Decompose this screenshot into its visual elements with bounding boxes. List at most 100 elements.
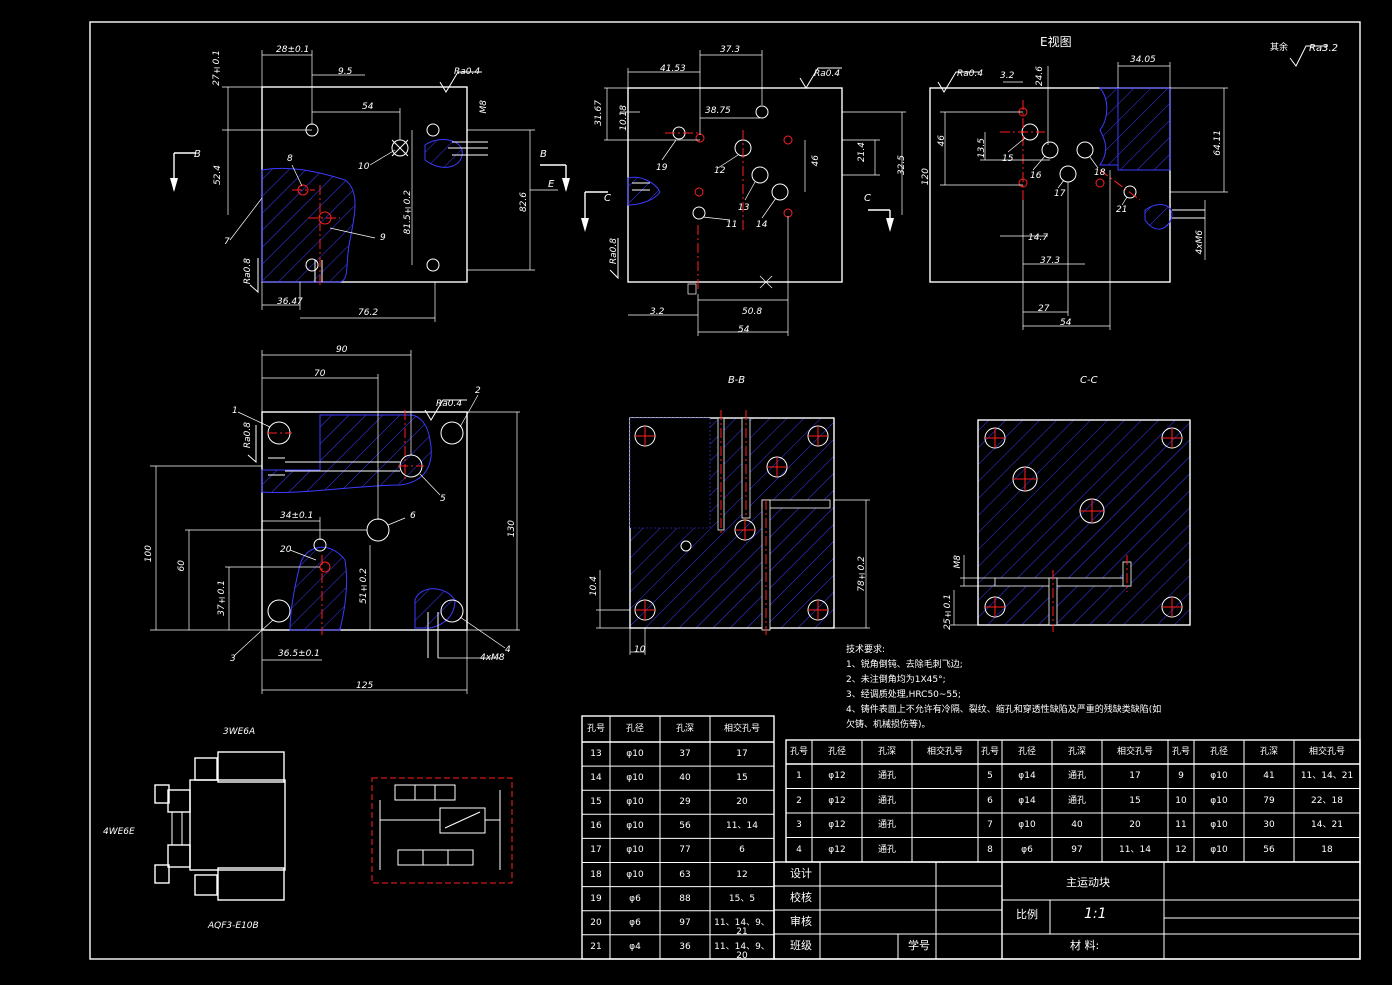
dim: M8 [479,100,489,114]
table-cell: 17 [736,749,748,759]
callout: 8 [287,154,293,164]
callout: 20 [280,545,292,555]
table-cell: 通孔 [877,844,896,855]
table-cell: φ12 [828,820,846,830]
dim: 41.53 [660,64,686,74]
dim: 52.4 [213,165,223,186]
dim: 10 [634,645,646,655]
table-cell: 通孔 [877,771,896,781]
table-header: 相交孔号 [1116,747,1153,757]
roughness-general: Ra3.2 [1309,43,1338,54]
callout: 13 [738,203,750,213]
callout: 18 [1094,168,1106,178]
dim: 37.3 [1040,256,1061,266]
dim: M8 [953,555,963,569]
tech-req-line-4: 4、铸件表面上不允许有冷隔、裂纹、缩孔和穿透性缺陷及严重的残缺类缺陷(如 [846,705,1162,715]
roughness-v3: Ra0.4 [957,69,984,79]
dim: 4xM8 [480,653,505,663]
table-header: 孔径 [1017,747,1036,757]
tb-design: 设计 [790,867,812,880]
callout: 7 [224,237,230,247]
table-header: 孔径 [625,724,644,734]
table-cell: φ10 [1018,820,1036,830]
hydraulic-schematic [371,777,513,884]
tb-student-no: 学号 [908,939,930,952]
table-cell: 97 [1071,844,1083,855]
dim: 38.75 [705,106,731,116]
dim: 3.2 [650,307,665,317]
tech-req-line-1: 1、锐角倒钝、去除毛刺飞边; [846,660,963,670]
table-header: 孔径 [827,747,846,757]
view-2 [581,50,906,336]
table-cell: φ6 [629,893,641,904]
callout: 16 [1030,171,1042,181]
table-cell: 9 [1178,771,1184,781]
section-mark-c-right: C [864,193,871,204]
table-cell: 11、14 [1119,844,1151,855]
table-header: 孔号 [980,747,999,757]
table-cell: 16 [590,821,602,832]
callout: 9 [380,233,386,243]
roughness-v2b: Ra0.8 [609,238,619,265]
dim: 125 [356,681,374,691]
dim: 130 [507,520,517,538]
table-cell: 10 [1175,795,1187,806]
table-header: 孔号 [1171,747,1190,757]
table-cell: 63 [679,869,691,880]
callout: 6 [410,511,416,521]
dim: 100 [144,545,154,563]
view-title-cc: C-C [1080,375,1098,386]
table-cell: 12 [1175,844,1187,855]
tech-req-line-2: 2、未注倒角均为1X45°; [846,675,946,685]
callout: 3 [230,654,236,664]
view3-outline [929,87,1171,283]
callout: 12 [714,166,726,176]
view-1 [170,50,570,322]
valve-drawing [154,751,286,901]
table-cell: 4 [796,844,802,855]
table-cell: 20 [1129,820,1141,830]
table-cell: φ10 [1210,771,1228,781]
tb-part-name: 主运动块 [1066,876,1110,889]
table-cell: 15、5 [728,893,756,904]
table-cell: 1 [796,771,802,781]
table-cell: 7 [987,820,993,830]
tb-material: 材 料: [1070,939,1100,952]
table-cell: 30 [1263,820,1275,830]
table-cell: 18 [1321,844,1333,855]
roughness-v1: Ra0.4 [454,67,481,77]
valve-label-bottom: AQF3-E10B [208,921,259,931]
valve-label-top: 3WE6A [223,727,256,737]
dim: 14.7 [1028,233,1049,243]
roughness-v4: Ra0.4 [436,399,463,409]
table-cell: 14 [590,773,602,784]
table-cell: φ10 [1210,820,1228,830]
dim: 13.5 [977,138,987,159]
view2-outline [627,87,843,283]
table-cell: φ10 [626,773,644,784]
table-cell: 11、14 [726,821,758,832]
table-cell: 14、21 [1311,820,1343,830]
table-cell: 56 [1263,844,1275,855]
callout: 17 [1054,189,1066,199]
dim: 37±0.1 [217,580,227,616]
table-header: 相交孔号 [926,747,963,757]
dim: 76.2 [358,308,379,318]
table-cell: 97 [679,917,691,928]
table-cell: φ10 [626,869,644,880]
callout: 2 [475,386,481,396]
table-cell: 17 [1129,771,1141,781]
roughness-v2: Ra0.4 [814,69,841,79]
table-cell: φ6 [629,917,641,928]
dim: 37.3 [720,45,741,55]
table-cell: φ10 [1210,844,1228,855]
tech-req-title: 技术要求: [846,645,886,655]
section-mark-b-right: B [540,149,547,160]
dim: 34±0.1 [280,511,314,521]
table-header: 相交孔号 [1308,747,1345,757]
dim: 64.11 [1213,130,1223,156]
dim: 50.8 [742,307,763,317]
dim: 27±0.1 [212,50,222,86]
callout: 21 [1116,205,1128,215]
dim: 36.47 [277,297,303,307]
